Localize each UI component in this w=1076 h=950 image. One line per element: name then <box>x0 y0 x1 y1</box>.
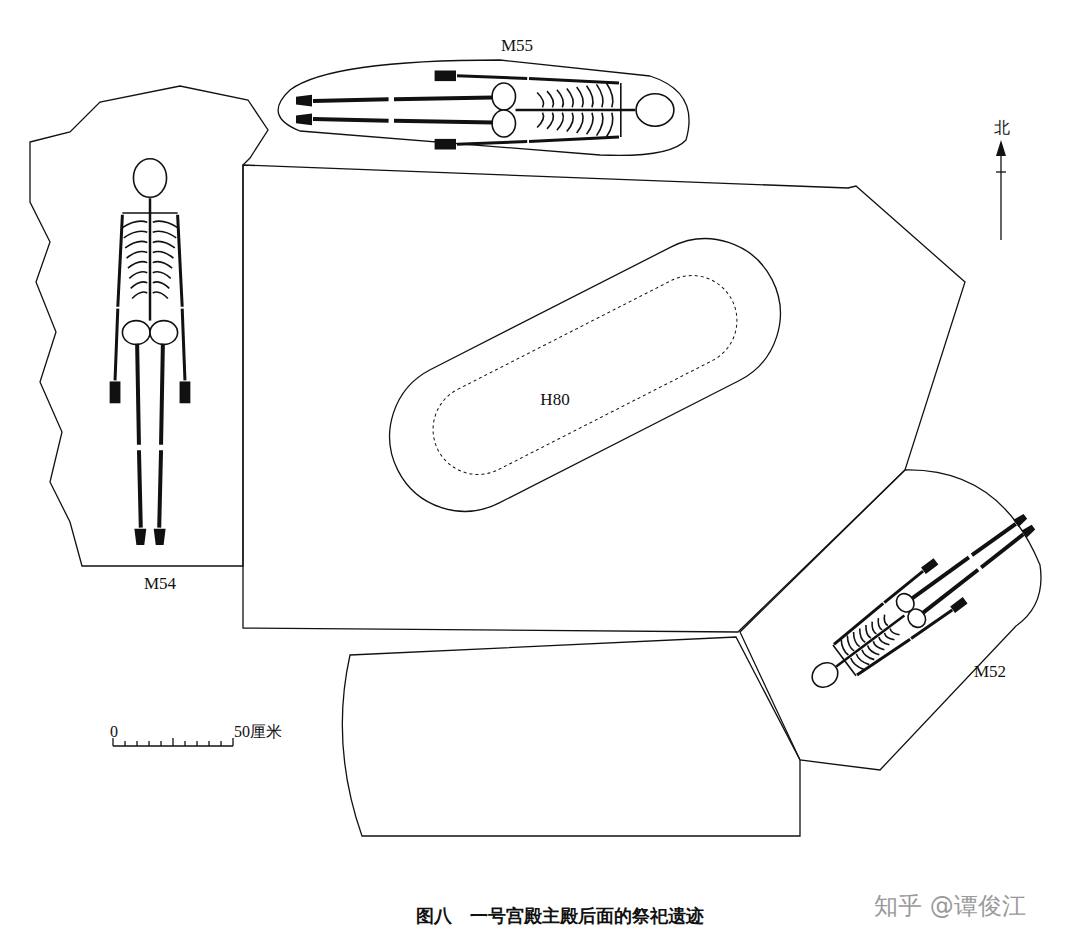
pit-feature: H80 <box>364 213 806 537</box>
figure-caption: 图八 一号宫殿主殿后面的祭祀遗迹 <box>416 904 704 928</box>
feature-number: H80 <box>540 391 569 410</box>
pit-outline <box>364 213 806 537</box>
feature-outline <box>342 637 800 836</box>
pit-outline <box>26 82 248 597</box>
scale-unit: 50厘米 <box>234 723 282 741</box>
burial-pit: M54 <box>26 82 248 597</box>
feature-number: M55 <box>501 37 533 56</box>
burial-pit: M55 <box>262 28 698 162</box>
skeleton <box>110 159 189 544</box>
pit-outline <box>735 465 1050 775</box>
skeleton <box>798 500 1046 705</box>
pit-outline <box>262 28 698 162</box>
feature-number: M52 <box>974 663 1006 682</box>
north-label: 北 <box>994 119 1010 137</box>
skeleton <box>297 71 674 148</box>
burial-pit: M52 <box>735 465 1050 775</box>
scale-number: 0 <box>110 723 118 741</box>
watermark: 知乎 @谭俊江 <box>874 893 1026 919</box>
north-arrow <box>996 140 1006 240</box>
feature-number: M54 <box>144 575 176 594</box>
feature-outline <box>243 165 965 632</box>
scale-bar <box>113 738 233 746</box>
